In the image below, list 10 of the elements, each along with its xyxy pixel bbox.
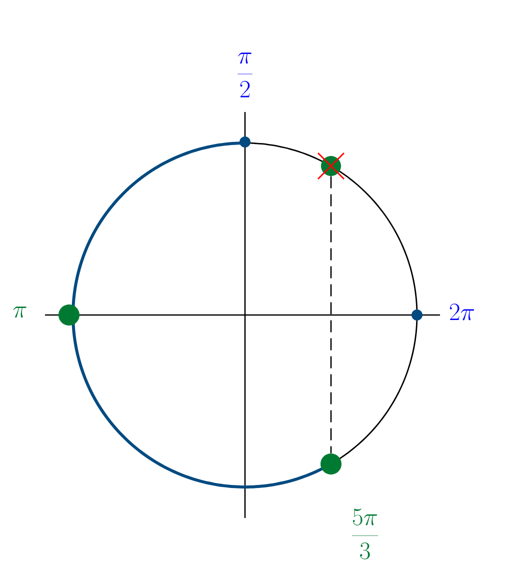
point [412, 310, 422, 320]
point [240, 136, 250, 148]
angle-label: $\frac{5\pi}{3}$ [352, 508, 378, 560]
point [58, 304, 80, 326]
point [317, 152, 345, 180]
dashed-line [330, 176, 332, 454]
angle-label: $\frac{\pi}{2}$ [238, 52, 252, 98]
angle-label: $\pi$ [13, 306, 26, 318]
angle-label: $2\pi$ [450, 304, 474, 320]
point [320, 454, 342, 474]
